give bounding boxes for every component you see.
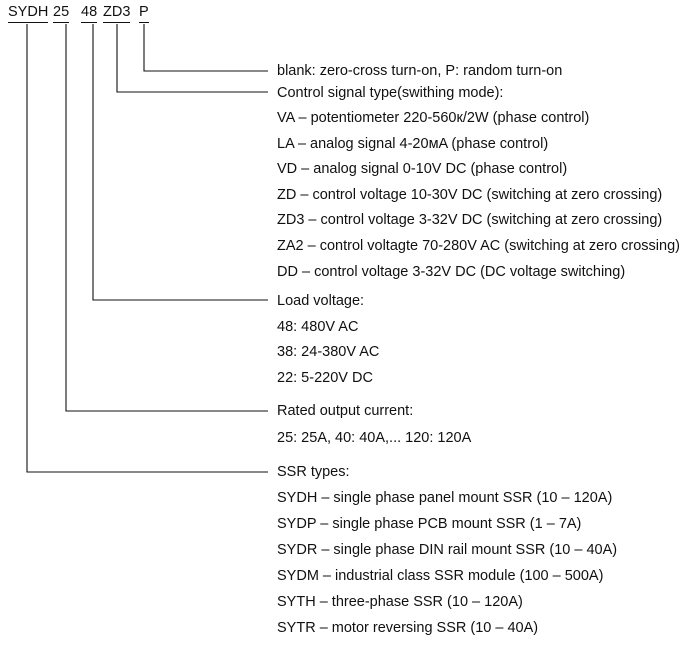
turn-on-mode-heading: blank: zero-cross turn-on, P: random tur…: [277, 63, 563, 79]
load-voltage-item: 22: 5-220V DC: [277, 370, 373, 386]
load-voltage-item: 38: 24-380V AC: [277, 344, 380, 360]
ssr-type-item: SYDP – single phase PCB mount SSR (1 – 7…: [277, 516, 582, 532]
load-voltage-item: 48: 480V AC: [277, 319, 359, 335]
ssr-type-item: SYDR – single phase DIN rail mount SSR (…: [277, 542, 618, 558]
rated-current-heading: Rated output current:: [277, 403, 414, 419]
control-signal-item: LA – analog signal 4-20мA (phase control…: [277, 136, 549, 152]
leader-rated-current: [65, 24, 268, 412]
ssr-type-item: SYTR – motor reversing SSR (10 – 40A): [277, 620, 539, 636]
ssr-type-item: SYTH – three-phase SSR (10 – 120A): [277, 594, 523, 610]
control-signal-item: ZA2 – control voltagte 70-280V AC (switc…: [277, 238, 680, 254]
control-signal-item: VA – potentiometer 220-560к/2W (phase co…: [277, 110, 590, 126]
leader-turn-on-mode: [143, 24, 268, 72]
code-part-load-voltage: 48: [81, 3, 98, 23]
load-voltage-heading: Load voltage:: [277, 293, 365, 309]
control-signal-heading: Control signal type(swithing mode):: [277, 85, 504, 101]
code-part-control-signal: ZD3: [103, 3, 131, 23]
control-signal-item: ZD – control voltage 10-30V DC (switchin…: [277, 187, 663, 203]
rated-current-item: 25: 25A, 40: 40A,... 120: 120A: [277, 430, 472, 446]
ssr-type-item: SYDM – industrial class SSR module (100 …: [277, 568, 604, 584]
leader-ssr-type: [26, 24, 268, 473]
code-part-turn-on-mode: P: [139, 3, 149, 23]
code-part-rated-current: 25: [53, 3, 70, 23]
control-signal-item: DD – control voltage 3-32V DC (DC voltag…: [277, 264, 626, 280]
ssr-types-heading: SSR types:: [277, 464, 350, 480]
code-part-ssr-type: SYDH: [8, 3, 49, 23]
control-signal-item: VD – analog signal 0-10V DC (phase contr…: [277, 161, 568, 177]
control-signal-item: ZD3 – control voltage 3-32V DC (switchin…: [277, 212, 663, 228]
leader-load-voltage: [92, 24, 268, 301]
ssr-type-item: SYDH – single phase panel mount SSR (10 …: [277, 490, 613, 506]
leader-control-signal: [116, 24, 268, 93]
